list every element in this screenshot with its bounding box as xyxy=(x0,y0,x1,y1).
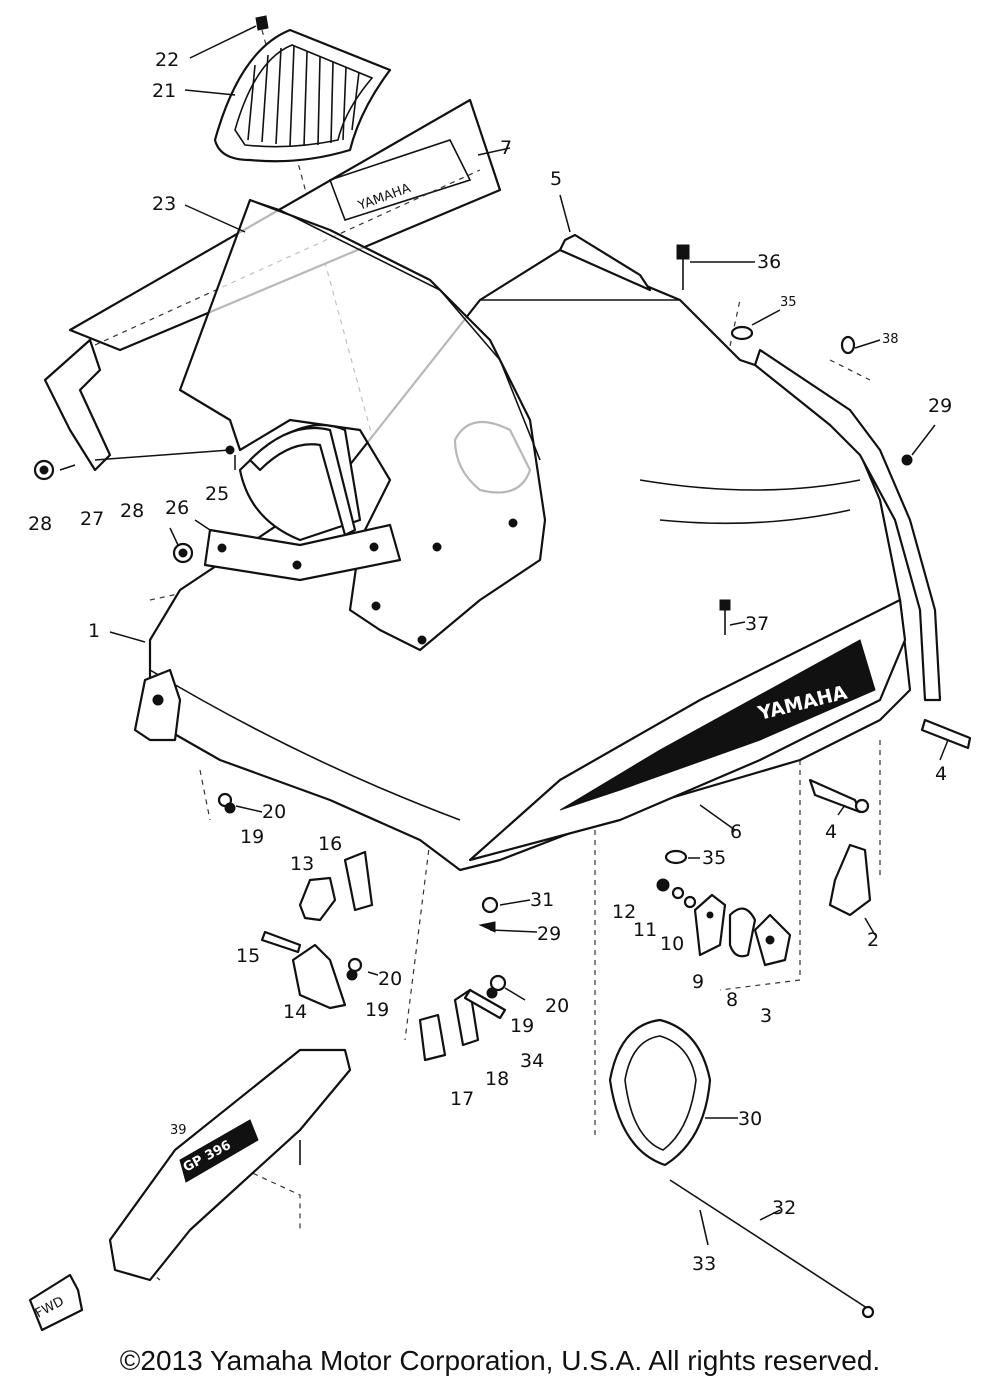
callout-10: 10 xyxy=(660,933,684,955)
callout-29-right: 29 xyxy=(928,395,952,417)
callout-35-top: 35 xyxy=(780,295,797,310)
hardware-fasteners: GP 396 xyxy=(28,15,972,1332)
windshield-trim-26 xyxy=(203,523,402,582)
callout-11: 11 xyxy=(633,919,657,941)
callout-18: 18 xyxy=(485,1068,509,1090)
callout-31: 31 xyxy=(530,889,554,911)
vent-grille-21 xyxy=(213,28,392,163)
callout-28-mid: 28 xyxy=(120,500,144,522)
callout-28-left: 28 xyxy=(28,513,52,535)
callout-35-low: 35 xyxy=(702,847,726,869)
callout-23: 23 xyxy=(152,193,176,215)
callout-39: 39 xyxy=(170,1123,187,1138)
callout-29-low: 29 xyxy=(537,923,561,945)
callout-4-right: 4 xyxy=(935,763,947,785)
callout-27: 27 xyxy=(80,508,104,530)
callout-5: 5 xyxy=(550,168,562,190)
callout-19-a: 19 xyxy=(240,826,264,848)
callout-labels: 22 21 7 5 23 36 35 38 29 25 28 27 28 26 … xyxy=(28,49,952,1322)
callout-17: 17 xyxy=(450,1088,474,1110)
callout-13: 13 xyxy=(290,853,314,875)
callout-20-b: 20 xyxy=(378,968,402,990)
callout-3: 3 xyxy=(760,1005,772,1027)
callout-15: 15 xyxy=(236,945,260,967)
callout-30: 30 xyxy=(738,1108,762,1130)
callout-14: 14 xyxy=(283,1001,307,1023)
callout-9: 9 xyxy=(692,971,704,993)
callout-16: 16 xyxy=(318,833,342,855)
callout-19-c: 19 xyxy=(510,1015,534,1037)
callout-19-b: 19 xyxy=(365,999,389,1021)
callout-33: 33 xyxy=(692,1253,716,1275)
callout-32: 32 xyxy=(772,1197,796,1219)
callout-21: 21 xyxy=(152,80,176,102)
callout-20-a: 20 xyxy=(262,801,286,823)
exploded-parts-diagram: YAMAHA YAMAHA xyxy=(28,15,972,1332)
inner-molding-25 xyxy=(248,426,357,537)
callout-34: 34 xyxy=(520,1050,544,1072)
left-trim-27 xyxy=(43,338,112,472)
callout-12: 12 xyxy=(612,901,636,923)
copyright-notice: ©2013 Yamaha Motor Corporation, U.S.A. A… xyxy=(119,1345,881,1376)
callout-4-mid: 4 xyxy=(825,821,837,843)
callout-8: 8 xyxy=(726,989,738,1011)
callout-20-c: 20 xyxy=(545,995,569,1017)
callout-26: 26 xyxy=(165,497,189,519)
callout-1: 1 xyxy=(88,620,100,642)
windshield-23 xyxy=(178,198,547,652)
callout-38: 38 xyxy=(882,332,899,347)
callout-36: 36 xyxy=(757,251,781,273)
callout-37: 37 xyxy=(745,613,769,635)
callout-6: 6 xyxy=(730,821,742,843)
callout-22: 22 xyxy=(155,49,179,71)
callout-2: 2 xyxy=(867,929,879,951)
callout-25: 25 xyxy=(205,483,229,505)
callout-leaders xyxy=(59,25,949,1221)
callout-7: 7 xyxy=(500,137,512,159)
